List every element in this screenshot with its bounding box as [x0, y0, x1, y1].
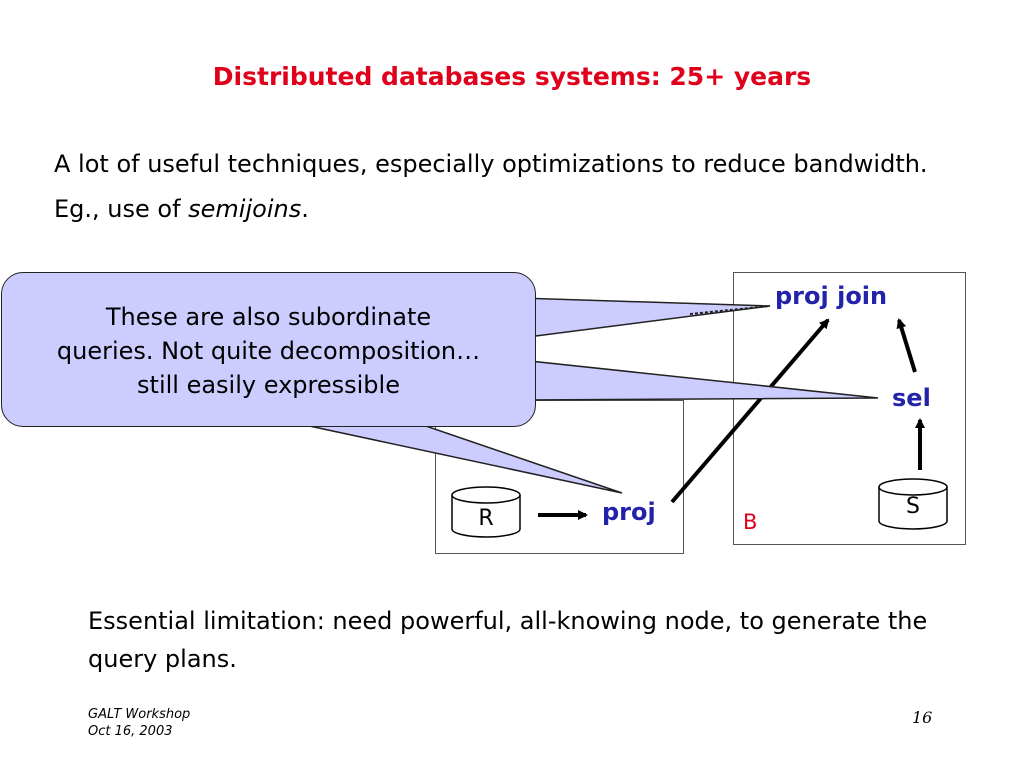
- pointer-to-sel: [519, 359, 879, 401]
- footer-event: GALT Workshop: [88, 707, 191, 722]
- intro-paragraph: A lot of useful techniques, especially o…: [54, 142, 954, 232]
- callout-box: [1, 272, 536, 427]
- intro-text: A lot of useful techniques, especially o…: [54, 150, 928, 223]
- footer: GALT Workshop Oct 16, 2003: [88, 706, 190, 740]
- proj-join-operator: proj join: [775, 282, 888, 310]
- sel-operator: sel: [892, 384, 931, 412]
- pointer-to-proj: [299, 423, 623, 494]
- callout-line-3: still easily expressible: [137, 371, 400, 399]
- table-s-cylinder: S: [878, 478, 948, 530]
- callout-text: These are also subordinate queries. Not …: [1, 300, 536, 402]
- footer-date: Oct 16, 2003: [88, 724, 173, 739]
- table-r-label: R: [478, 506, 494, 531]
- page-number: 16: [912, 708, 933, 727]
- callout-line-1: These are also subordinate: [105, 303, 432, 331]
- arrow-sel-to-join: [896, 318, 917, 373]
- table-r-cylinder: R: [451, 486, 521, 538]
- intro-end: .: [301, 195, 309, 223]
- intro-emphasis: semijoins: [188, 195, 302, 223]
- callout-line-2: queries. Not quite decomposition…: [56, 337, 481, 365]
- limitation-text: Essential limitation: need powerful, all…: [88, 607, 928, 673]
- pointer-to-proj-join: [519, 297, 771, 339]
- node-b-label: B: [743, 510, 758, 534]
- arrow-proj-to-join: [670, 318, 830, 504]
- proj-operator: proj: [602, 498, 656, 526]
- slide-title: Distributed databases systems: 25+ years: [212, 62, 812, 91]
- table-s-label: S: [906, 494, 920, 519]
